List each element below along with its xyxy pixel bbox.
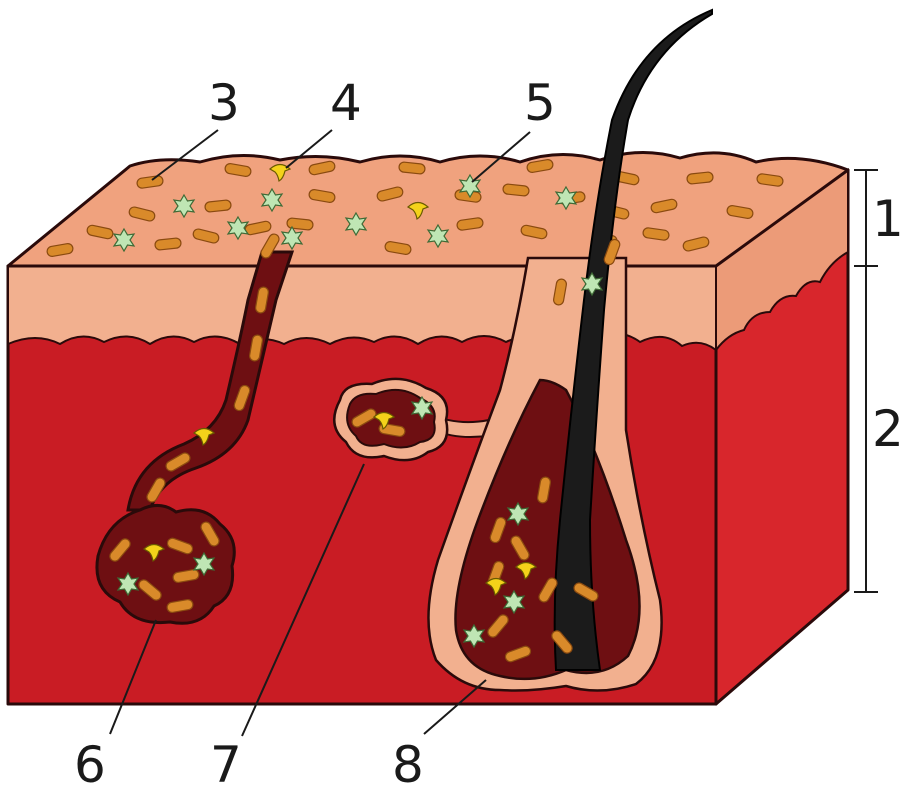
label-callout-3: 3 — [208, 74, 240, 132]
label-layer-1: 1 — [872, 190, 904, 248]
label-callout-7: 7 — [210, 736, 242, 791]
label-layer-2: 2 — [872, 400, 904, 458]
label-callout-5: 5 — [524, 74, 556, 132]
label-callout-4: 4 — [330, 74, 362, 132]
label-callout-6: 6 — [74, 736, 106, 791]
label-callout-8: 8 — [392, 736, 424, 791]
